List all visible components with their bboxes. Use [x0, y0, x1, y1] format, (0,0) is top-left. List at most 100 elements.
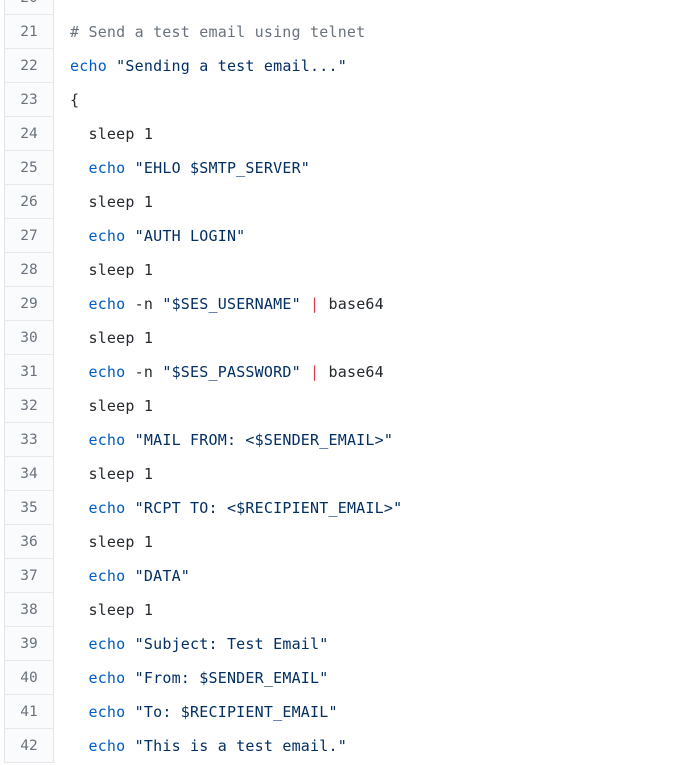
code-line: 25 echo "EHLO $SMTP_SERVER" — [0, 151, 694, 185]
line-number[interactable]: 41 — [4, 695, 54, 729]
text-token: base64 — [319, 295, 384, 313]
line-number[interactable]: 23 — [4, 83, 54, 117]
comment-token: # Send a test email using telnet — [70, 23, 366, 41]
text-token — [70, 431, 88, 449]
text-token — [70, 567, 88, 585]
line-number[interactable]: 32 — [4, 389, 54, 423]
code-line: 31 echo -n "$SES_PASSWORD" | base64 — [0, 355, 694, 389]
code-line: 23{ — [0, 83, 694, 117]
code-line: 28 sleep 1 — [0, 253, 694, 287]
code-line: 30 sleep 1 — [0, 321, 694, 355]
string-token: "Sending a test email..." — [116, 57, 347, 75]
text-token: sleep 1 — [70, 193, 154, 211]
line-content: echo "MAIL FROM: <$SENDER_EMAIL>" — [54, 431, 393, 449]
line-number[interactable]: 40 — [4, 661, 54, 695]
text-token: sleep 1 — [70, 465, 154, 483]
line-number[interactable]: 39 — [4, 627, 54, 661]
line-number[interactable]: 37 — [4, 559, 54, 593]
line-content: sleep 1 — [54, 533, 153, 551]
line-content: # Send a test email using telnet — [54, 23, 365, 41]
string-token: "Subject: Test Email" — [134, 635, 329, 653]
line-number[interactable]: 25 — [4, 151, 54, 185]
text-token — [125, 635, 134, 653]
line-content: sleep 1 — [54, 261, 153, 279]
code-line: 27 echo "AUTH LOGIN" — [0, 219, 694, 253]
line-number[interactable]: 34 — [4, 457, 54, 491]
code-line: 32 sleep 1 — [0, 389, 694, 423]
string-token: "AUTH LOGIN" — [134, 227, 246, 245]
text-token — [125, 227, 134, 245]
line-number[interactable]: 20 — [4, 0, 54, 15]
line-content: echo "This is a test email." — [54, 737, 347, 755]
line-content: echo "To: $RECIPIENT_EMAIL" — [54, 703, 338, 721]
keyword-token: echo — [88, 227, 126, 245]
keyword-token: echo — [88, 567, 126, 585]
line-number[interactable]: 35 — [4, 491, 54, 525]
string-token: "This is a test email." — [134, 737, 347, 755]
string-token: "To: $RECIPIENT_EMAIL" — [134, 703, 338, 721]
line-number[interactable]: 21 — [4, 15, 54, 49]
text-token — [125, 159, 134, 177]
string-token: "$SES_PASSWORD" — [162, 363, 301, 381]
code-line: 42 echo "This is a test email." — [0, 729, 694, 763]
text-token: sleep 1 — [70, 329, 154, 347]
string-token: "RCPT TO: <$RECIPIENT_EMAIL>" — [134, 499, 403, 517]
text-token: sleep 1 — [70, 125, 154, 143]
line-number[interactable]: 24 — [4, 117, 54, 151]
line-number[interactable]: 36 — [4, 525, 54, 559]
operator-token: | — [310, 295, 320, 313]
text-token — [125, 499, 134, 517]
keyword-token: echo — [88, 499, 126, 517]
text-token: -n — [125, 363, 163, 381]
line-number[interactable]: 38 — [4, 593, 54, 627]
line-number[interactable]: 29 — [4, 287, 54, 321]
line-content: sleep 1 — [54, 329, 153, 347]
code-line: 33 echo "MAIL FROM: <$SENDER_EMAIL>" — [0, 423, 694, 457]
text-token — [125, 431, 134, 449]
code-line: 20 — [0, 0, 694, 15]
keyword-token: echo — [88, 295, 126, 313]
code-line: 39 echo "Subject: Test Email" — [0, 627, 694, 661]
line-number[interactable]: 28 — [4, 253, 54, 287]
text-token — [70, 295, 88, 313]
string-token: "EHLO $SMTP_SERVER" — [134, 159, 311, 177]
code-line: 34 sleep 1 — [0, 457, 694, 491]
code-line: 29 echo -n "$SES_USERNAME" | base64 — [0, 287, 694, 321]
code-line: 22 echo "Sending a test email..." — [0, 49, 694, 83]
line-number[interactable]: 42 — [4, 729, 54, 763]
code-line: 38 sleep 1 — [0, 593, 694, 627]
keyword-token: echo — [88, 363, 126, 381]
keyword-token: echo — [88, 737, 126, 755]
code-line: 26 sleep 1 — [0, 185, 694, 219]
line-number[interactable]: 30 — [4, 321, 54, 355]
line-content: sleep 1 — [54, 193, 153, 211]
line-number[interactable]: 22 — [4, 49, 54, 83]
text-token — [70, 669, 88, 687]
code-line: 37 echo "DATA" — [0, 559, 694, 593]
text-token — [301, 363, 310, 381]
keyword-token: echo — [88, 703, 126, 721]
string-token: "MAIL FROM: <$SENDER_EMAIL>" — [134, 431, 394, 449]
line-number[interactable]: 26 — [4, 185, 54, 219]
code-line: 40 echo "From: $SENDER_EMAIL" — [0, 661, 694, 695]
text-token — [301, 295, 310, 313]
line-number[interactable]: 27 — [4, 219, 54, 253]
line-content: echo "From: $SENDER_EMAIL" — [54, 669, 329, 687]
text-token — [125, 669, 134, 687]
line-number[interactable]: 31 — [4, 355, 54, 389]
line-content: echo "Subject: Test Email" — [54, 635, 329, 653]
line-content: echo "RCPT TO: <$RECIPIENT_EMAIL>" — [54, 499, 402, 517]
keyword-token: echo — [88, 159, 126, 177]
keyword-token: echo — [70, 57, 107, 75]
text-token: sleep 1 — [70, 533, 154, 551]
text-token — [70, 363, 88, 381]
line-content: { — [54, 91, 79, 109]
text-token — [125, 567, 134, 585]
line-number[interactable]: 33 — [4, 423, 54, 457]
text-token: sleep 1 — [70, 261, 154, 279]
keyword-token: echo — [88, 669, 126, 687]
text-token — [70, 635, 88, 653]
text-token — [125, 737, 134, 755]
string-token: "$SES_USERNAME" — [162, 295, 301, 313]
